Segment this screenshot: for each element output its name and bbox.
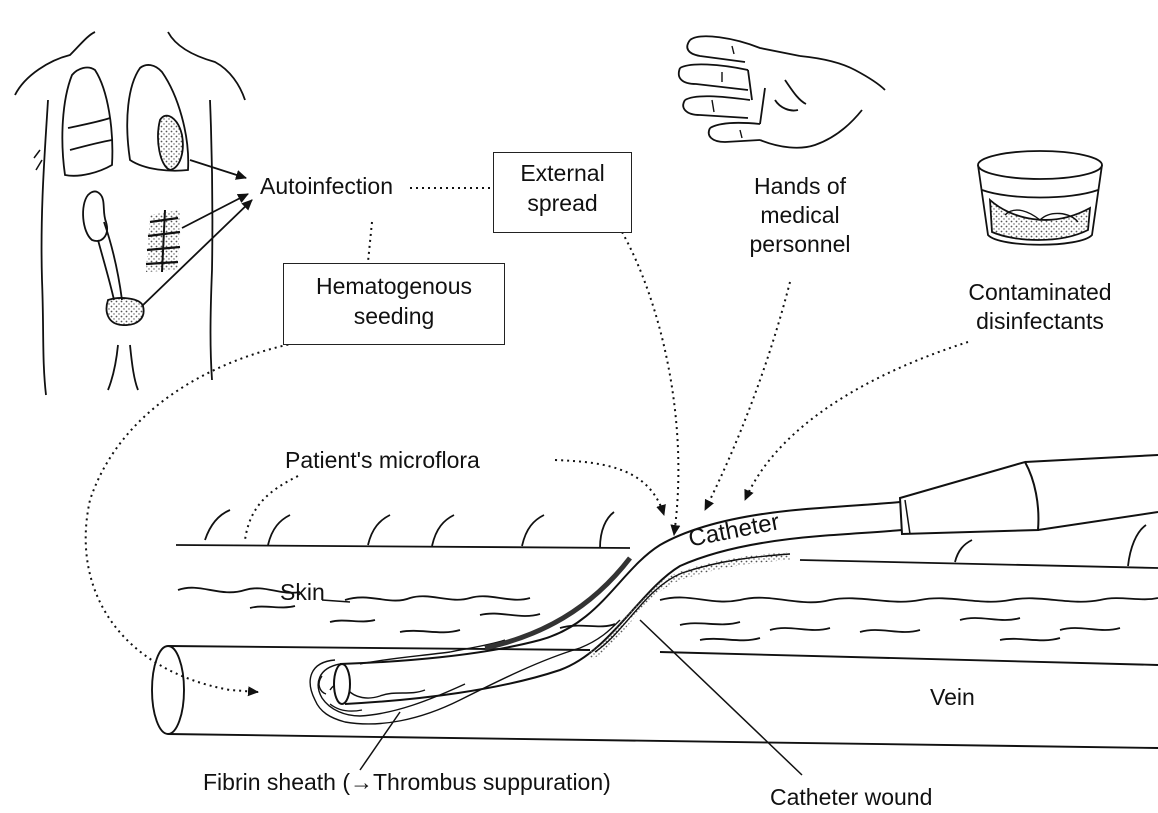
microflora-label: Patient's microflora xyxy=(285,446,480,475)
skin-surface-left xyxy=(176,545,630,548)
arrow-hematogenous-to-vein xyxy=(86,342,300,692)
vein-lower-wall xyxy=(168,734,1158,748)
leader-lines xyxy=(322,600,802,775)
leader-catheter-wound xyxy=(640,620,802,775)
hands-line-2: medical xyxy=(730,201,870,230)
disinfectants-line-1: Contaminated xyxy=(935,278,1145,307)
hematogenous-seeding-box: Hematogenous seeding xyxy=(283,263,505,345)
hands-line-1: Hands of xyxy=(730,172,870,201)
hand-figure xyxy=(679,36,885,147)
torso-left-shoulder xyxy=(15,32,95,95)
catheter-hub xyxy=(900,462,1038,534)
catheter-wound-label: Catheter wound xyxy=(770,783,932,812)
bladder xyxy=(107,298,144,325)
catheter-tip xyxy=(334,664,350,704)
arrow-microflora-to-catheter xyxy=(555,460,664,515)
hematogenous-line-2: seeding xyxy=(284,302,504,332)
torso-legs xyxy=(108,345,138,390)
right-lung-fissure-2 xyxy=(70,140,112,150)
vein-upper-wall xyxy=(168,646,1158,665)
vein-opening xyxy=(152,646,184,734)
right-lung xyxy=(62,68,112,176)
disinfectant-jar xyxy=(978,151,1102,245)
dots-autoinfection-to-hematogenous xyxy=(368,222,372,262)
external-spread-line-2: spread xyxy=(494,189,631,219)
fibrin-sheath xyxy=(310,620,620,724)
torso-right-shoulder xyxy=(168,32,245,100)
catheter-lower xyxy=(345,530,902,704)
arrow-lung-to-autoinfection xyxy=(190,160,246,178)
right-lung-fissure xyxy=(68,118,110,128)
autoinfection-label: Autoinfection xyxy=(260,172,393,201)
arrow-wound-to-autoinfection xyxy=(182,194,248,228)
torso-left-side xyxy=(42,100,48,395)
catheter-upper xyxy=(340,502,900,664)
kidney xyxy=(83,191,107,241)
disinfectants-line-2: disinfectants xyxy=(935,307,1145,336)
arrow-disinfectants-to-catheter xyxy=(745,342,968,500)
hands-line-3: personnel xyxy=(730,230,870,259)
left-lung-infected xyxy=(158,116,183,170)
catheter xyxy=(334,455,1158,704)
vein xyxy=(152,646,1158,748)
skin-surface-right xyxy=(800,560,1158,568)
dots-microflora-left xyxy=(245,476,298,540)
skin-label: Skin xyxy=(280,578,325,607)
hematogenous-line-1: Hematogenous xyxy=(284,272,504,302)
hands-label: Hands of medical personnel xyxy=(730,172,870,258)
disinfectants-label: Contaminated disinfectants xyxy=(935,278,1145,336)
external-spread-line-1: External xyxy=(494,159,631,189)
external-spread-box: External spread xyxy=(493,152,632,233)
vein-label: Vein xyxy=(930,683,975,712)
fibrin-sheath-label: Fibrin sheath (→Thrombus suppuration) xyxy=(203,768,611,797)
arrow-hands-to-catheter xyxy=(705,282,790,510)
leader-fibrin xyxy=(360,712,400,770)
